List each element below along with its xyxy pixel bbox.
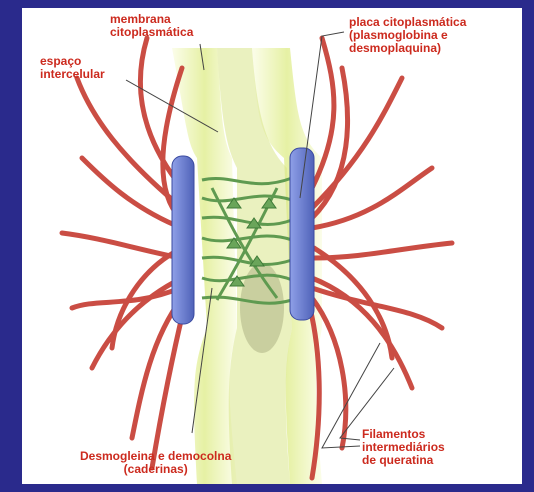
cadherins-label: Desmogleina e democolna (caderinas) (80, 450, 231, 476)
membrane-label: membrana citoplasmática (110, 13, 193, 39)
left-plaque (172, 156, 194, 324)
right-plaque (290, 148, 314, 320)
diagram-frame: membrana citoplasmática espaço intercelu… (22, 8, 522, 484)
keratin-filaments-label: Filamentos intermediários de queratina (362, 428, 445, 467)
intercellular-space-label: espaço intercelular (40, 55, 105, 81)
right-filaments (310, 38, 452, 478)
cytoplasmic-plaque-label: placa citoplasmática (plasmoglobina e de… (349, 16, 466, 55)
